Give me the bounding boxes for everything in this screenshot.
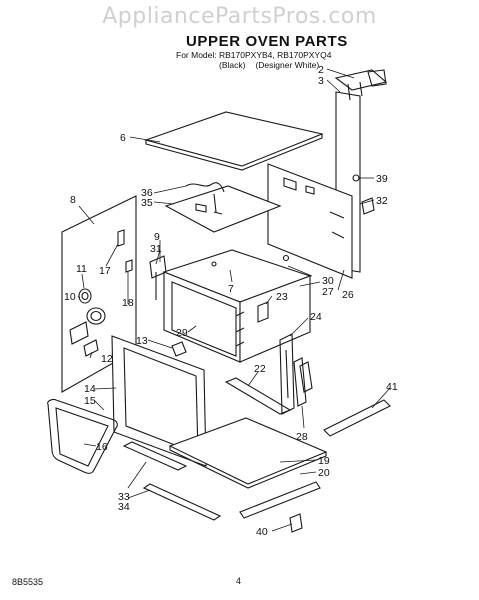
watermark: AppliancePartsPros.com [102,4,377,29]
callout-28: 28 [296,431,308,443]
callout-22: 22 [254,363,266,375]
part-screw [352,174,360,182]
part-clip [361,197,375,215]
part-front-trim [224,377,292,415]
callout-15: 15 [84,395,96,407]
part-small-bracket [239,481,321,533]
model-line: For Model: RB170PXYB4, RB170PXYQ4 [176,50,332,60]
callout-24: 24 [310,311,322,323]
callout-20: 20 [318,467,330,479]
part-side-strip [323,399,391,437]
callout-40: 40 [256,526,268,538]
callout-26: 26 [342,289,354,301]
callout-16: 16 [96,441,108,453]
callout-9: 9 [154,231,160,243]
callout-17: 17 [99,265,111,277]
callout-19: 19 [318,455,330,467]
color-white: (Designer White) [255,60,320,70]
part-door-gasket [47,398,118,474]
part-rear-vent-bracket [334,69,388,101]
callout-35: 35 [141,197,153,209]
part-right-side-panel [267,163,353,279]
page-number: 4 [236,576,242,586]
model-colors: (Black) (Designer White) [176,60,331,70]
part-controls [69,288,106,357]
part-bottom-trim-a [122,441,188,471]
callouts: 2 3 6 8 36 35 39 32 9 31 11 17 10 18 12 … [64,64,398,538]
callout-33: 33 [118,491,130,503]
callout-12: 12 [101,353,113,365]
callout-29: 29 [176,327,188,339]
part-latch [171,341,187,357]
part-bottom-panel [168,417,328,489]
callout-10: 10 [64,291,76,303]
part-oven-cavity [162,249,312,363]
callout-23: 23 [276,291,288,303]
callout-32: 32 [376,195,388,207]
part-top-panel [144,111,324,171]
callout-14: 14 [84,383,96,395]
part-bottom-trim-b [142,483,222,521]
callout-13: 13 [136,335,148,347]
callout-27: 27 [322,286,334,298]
callout-34: 34 [118,501,130,513]
callout-11: 11 [76,263,87,275]
callout-2: 2 [318,64,324,76]
color-black: (Black) [219,60,246,70]
model-info: For Model: RB170PXYB4, RB170PXYQ4 (Black… [176,50,331,70]
callout-6: 6 [120,132,126,144]
callout-39: 39 [376,173,388,185]
part-bracket-plate [164,182,282,233]
part-vent [257,301,269,323]
footer-code: 8B5535 [12,577,44,587]
callout-36: 36 [141,187,153,199]
callout-3: 3 [318,75,324,87]
callout-41: 41 [386,381,398,393]
callout-30: 30 [322,275,334,287]
part-hinge-bracket [279,333,295,415]
callout-18: 18 [122,297,134,309]
callout-31: 31 [150,243,162,255]
callout-7: 7 [228,283,234,295]
callout-8: 8 [70,194,76,206]
page-title: UPPER OVEN PARTS [186,33,348,50]
leader-lines [77,68,391,532]
part-hinge [293,357,313,407]
